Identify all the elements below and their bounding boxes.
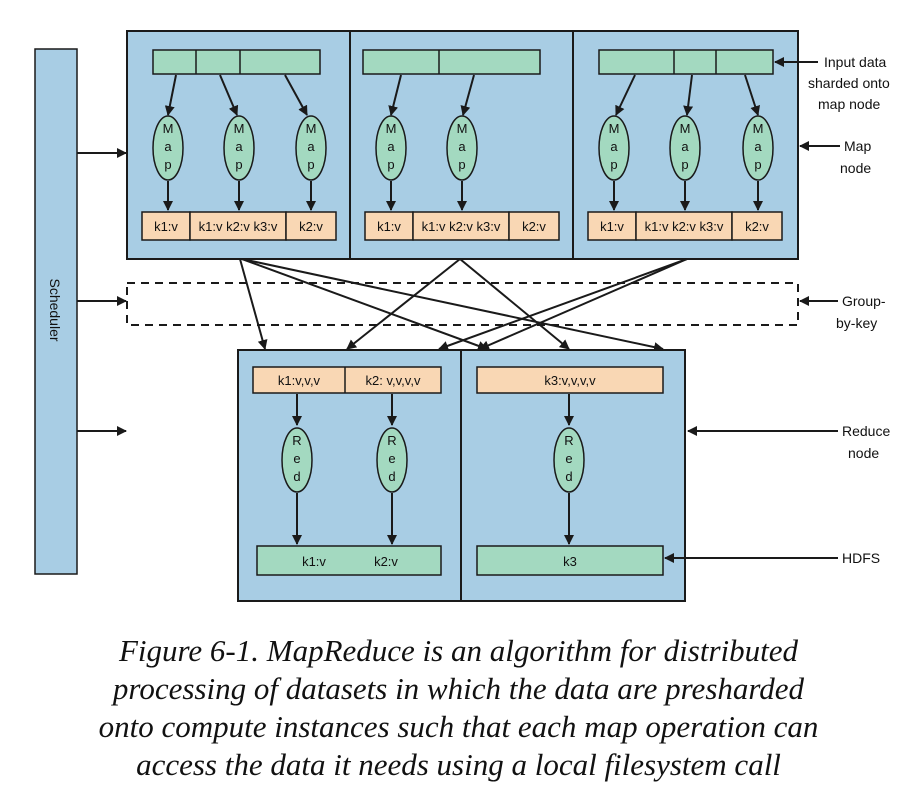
map-ellipse-letter: p xyxy=(458,157,465,172)
map-output-text: k1:v xyxy=(154,219,178,234)
map-output-text: k1:v xyxy=(600,219,624,234)
reduce-ellipse-letter: d xyxy=(293,469,300,484)
caption-line-4: access the data it needs using a local f… xyxy=(136,747,781,782)
map-ellipse-letter: a xyxy=(754,139,762,154)
reduce-in-arrows xyxy=(292,394,574,426)
label-map-node-1: Map xyxy=(844,138,871,154)
reduce-ellipse: Red xyxy=(376,427,408,493)
map-output-text: k1:v k2:v k3:v xyxy=(422,219,501,234)
reduce-ellipse-letter: d xyxy=(565,469,572,484)
right-labels: Input data sharded onto map node Map nod… xyxy=(664,54,890,566)
map-output-cell xyxy=(635,211,733,241)
group-by-key-box xyxy=(126,282,799,326)
label-input-data-3: map node xyxy=(818,96,880,112)
scheduler-arrows xyxy=(77,148,127,436)
map-ellipse-letter: a xyxy=(387,139,395,154)
label-hdfs: HDFS xyxy=(842,550,880,566)
map-ellipse-letter: M xyxy=(163,121,174,136)
map-output-cell xyxy=(285,211,337,241)
map-output-cell xyxy=(731,211,783,241)
map-ellipse-letter: M xyxy=(680,121,691,136)
map-output-text: k1:v xyxy=(377,219,401,234)
map-output-cells: k1:v k1:v k2:v k3:v k2:v k1:v k1:v k2:v k3:v… xyxy=(141,211,783,241)
map-ellipse-letter: p xyxy=(164,157,171,172)
map-output-text: k2:v xyxy=(745,219,769,234)
map-ellipse-letter: M xyxy=(609,121,620,136)
reduce-ellipse-letter: d xyxy=(388,469,395,484)
map-ellipse-letter: a xyxy=(235,139,243,154)
map-ellipse-letter: M xyxy=(457,121,468,136)
map-ellipse: Map xyxy=(598,115,630,181)
reduce-out-arrows xyxy=(292,493,574,545)
map-ellipse-letter: M xyxy=(386,121,397,136)
map-ellipse-letter: p xyxy=(754,157,761,172)
reduce-ellipse-letter: R xyxy=(292,433,301,448)
input-to-map-arrows xyxy=(164,74,760,116)
label-reduce-node-1: Reduce xyxy=(842,423,890,439)
map-to-output-arrows xyxy=(163,181,763,211)
map-ellipse-letter: a xyxy=(164,139,172,154)
map-output-text: k1:v k2:v k3:v xyxy=(645,219,724,234)
map-output-text: k2:v xyxy=(522,219,546,234)
map-ellipse: Map xyxy=(152,115,184,181)
map-output-cell xyxy=(141,211,191,241)
map-ellipse-letter: a xyxy=(610,139,618,154)
reduce-output-k2: k2:v xyxy=(374,554,398,569)
map-output-cell xyxy=(508,211,560,241)
reduce-ellipse-letter: R xyxy=(564,433,573,448)
map-ellipse-letter: p xyxy=(610,157,617,172)
map-output-text: k1:v k2:v k3:v xyxy=(199,219,278,234)
map-ellipse-letter: a xyxy=(458,139,466,154)
map-ellipse-letter: M xyxy=(306,121,317,136)
caption-line-1: Figure 6-1. MapReduce is an algorithm fo… xyxy=(118,633,799,668)
map-output-cell xyxy=(412,211,510,241)
map-ellipse-letter: a xyxy=(307,139,315,154)
reduce-ellipse-letter: e xyxy=(565,451,572,466)
shuffle-arrows xyxy=(239,258,688,353)
reduce-input-k2: k2: v,v,v,v xyxy=(366,373,421,388)
map-ellipse: Map xyxy=(375,115,407,181)
scheduler-label: Scheduler xyxy=(47,278,63,341)
reduce-output-k1: k1:v xyxy=(302,554,326,569)
map-output-cell xyxy=(364,211,414,241)
caption-line-2: processing of datasets in which the data… xyxy=(112,671,805,706)
scheduler: Scheduler xyxy=(34,48,78,575)
map-ellipse: Map xyxy=(742,115,774,181)
label-input-data-1: Input data xyxy=(824,54,886,70)
reduce-output-cells: k1:v k2:v k3 xyxy=(256,545,664,576)
figure-caption: Figure 6-1. MapReduce is an algorithm fo… xyxy=(0,632,917,784)
map-ellipse-letter: p xyxy=(681,157,688,172)
map-ellipse-letter: p xyxy=(387,157,394,172)
reduce-ellipse: Red xyxy=(281,427,313,493)
map-output-text: k2:v xyxy=(299,219,323,234)
map-ellipse-letter: p xyxy=(307,157,314,172)
reduce-output-k3: k3 xyxy=(563,554,577,569)
map-ellipse: Map xyxy=(669,115,701,181)
map-ellipse-letter: M xyxy=(753,121,764,136)
label-group-by-key-1: Group- xyxy=(842,293,886,309)
map-output-cell xyxy=(189,211,287,241)
map-ellipse-letter: M xyxy=(234,121,245,136)
map-ellipse: Map xyxy=(446,115,478,181)
label-group-by-key-2: by-key xyxy=(836,315,877,331)
map-ellipse: Map xyxy=(295,115,327,181)
reduce-input-k1: k1:v,v,v xyxy=(278,373,321,388)
input-data-shards xyxy=(152,49,774,75)
map-ellipse-letter: p xyxy=(235,157,242,172)
reduce-ellipse-letter: e xyxy=(388,451,395,466)
caption-line-3: onto compute instances such that each ma… xyxy=(98,709,819,744)
reduce-ellipse-letter: e xyxy=(293,451,300,466)
label-reduce-node-2: node xyxy=(848,445,879,461)
reduce-input-k3: k3:v,v,v,v xyxy=(544,373,596,388)
reduce-ellipse-letter: R xyxy=(387,433,396,448)
map-ellipse-letter: a xyxy=(681,139,689,154)
reduce-input-cells: k1:v,v,v k2: v,v,v,v k3:v,v,v,v xyxy=(252,366,664,394)
map-ellipse: Map xyxy=(223,115,255,181)
label-input-data-2: sharded onto xyxy=(808,75,890,91)
label-map-node-2: node xyxy=(840,160,871,176)
reduce-ellipse: Red xyxy=(553,427,585,493)
